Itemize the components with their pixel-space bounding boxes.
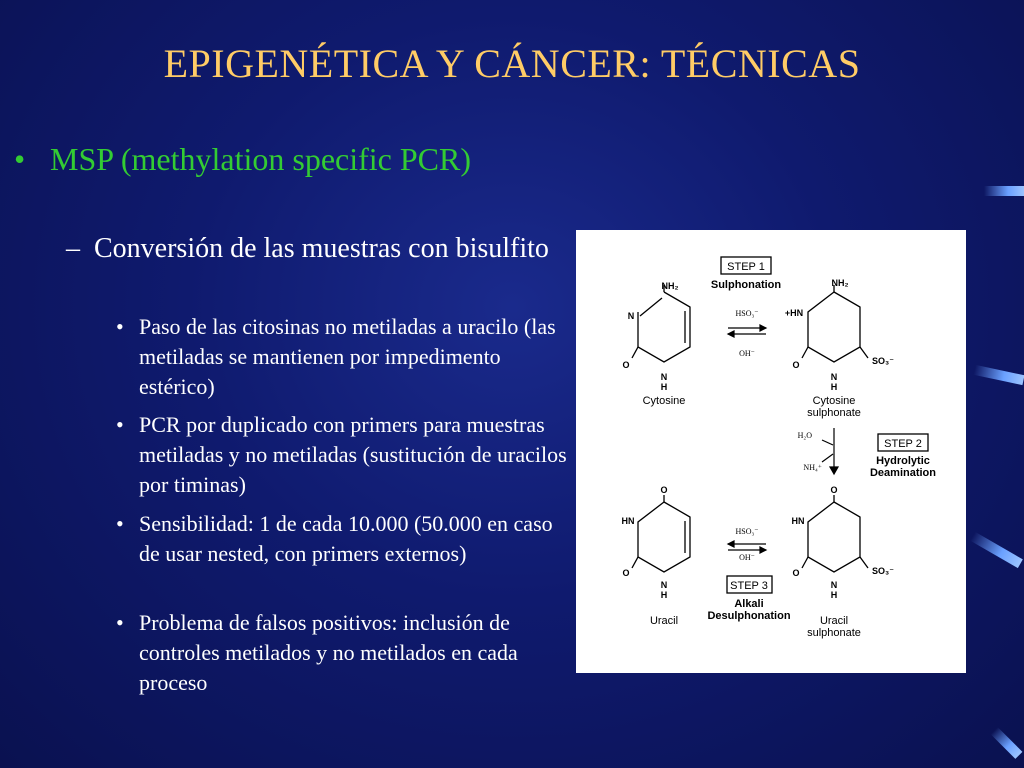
atom-h: H <box>661 590 668 600</box>
uracil-sulphonate-label-1: Uracil <box>820 615 848 627</box>
atom-o: O <box>622 360 629 370</box>
decor-stripe <box>973 364 1024 386</box>
h2o-reagent: H₂O <box>798 431 813 440</box>
uracil-sulphonate-label-2: sulphonate <box>807 627 861 639</box>
atom-hn: HN <box>622 516 635 526</box>
uracil-ring <box>637 501 691 573</box>
decor-stripe <box>990 727 1023 759</box>
equilibrium-arrow-top <box>726 324 768 338</box>
atom-n: N <box>661 372 668 382</box>
bullet-dot: • <box>116 610 124 635</box>
reaction-diagram: STEP 1 Sulphonation STEP 2 Hydrolytic De… <box>622 256 936 639</box>
bullet-dot: • <box>116 314 124 339</box>
bullet-dot: • <box>116 511 124 536</box>
hso3-reagent-top: HSO₃⁻ <box>735 309 758 318</box>
atom-n: N <box>831 580 838 590</box>
point-text: Problema de falsos positivos: inclusión … <box>139 610 518 695</box>
decor-stripe <box>970 531 1023 569</box>
sub-bullet-conversion-text: Conversión de las muestras con bisulfito <box>94 233 549 264</box>
step3-box <box>726 575 773 594</box>
equilibrium-arrow-bottom <box>726 540 768 554</box>
atom-hn: HN <box>792 516 805 526</box>
cytosine-sulphonate-label-1: Cytosine <box>813 395 856 407</box>
atom-so3: SO₃⁻ <box>872 356 894 366</box>
oh-reagent-bottom: OH⁻ <box>739 553 755 562</box>
point-text: Sensibilidad: 1 de cada 10.000 (50.000 e… <box>139 511 553 566</box>
bullet-msp-text: MSP (methylation specific PCR) <box>50 141 472 177</box>
cytosine-sulphonate-label-2: sulphonate <box>807 407 861 419</box>
step1-name: Sulphonation <box>711 279 782 291</box>
step1-label: STEP 1 <box>727 261 765 273</box>
step3-label: STEP 3 <box>730 580 768 592</box>
atom-nh2: NH₂ <box>832 278 849 288</box>
step2-name-line1: Hydrolytic <box>876 455 930 467</box>
step2-name-line2: Deamination <box>870 467 936 479</box>
atom-n: N <box>628 311 635 321</box>
nh4-product: NH₄⁺ <box>803 463 822 472</box>
bullet-dot: • <box>116 412 124 437</box>
atom-o: O <box>792 568 799 578</box>
uracil-sulphonate-ring <box>807 501 861 573</box>
atom-o: O <box>660 485 667 495</box>
step2-box <box>877 433 929 452</box>
atom-nh2: NH₂ <box>662 281 679 291</box>
cytosine-label: Cytosine <box>643 395 686 407</box>
atom-h: H <box>831 382 838 392</box>
bullet-dot: • <box>14 141 26 177</box>
decor-stripe <box>984 186 1024 196</box>
oh-reagent-top: OH⁻ <box>739 349 755 358</box>
atom-o: O <box>830 485 837 495</box>
bullet-dash: – <box>66 233 80 264</box>
point-text: Paso de las citosinas no metiladas a ura… <box>139 314 556 399</box>
atom-o: O <box>792 360 799 370</box>
uracil-label: Uracil <box>650 615 678 627</box>
cytosine-sulphonate-ring <box>807 291 861 363</box>
bisulfite-conversion-figure: STEP 1 Sulphonation STEP 2 Hydrolytic De… <box>576 230 966 673</box>
cytosine-ring <box>637 291 691 363</box>
deamination-arrow <box>821 428 840 476</box>
step3-name-line2: Desulphonation <box>707 610 790 622</box>
point-text: PCR por duplicado con primers para muest… <box>139 412 567 497</box>
atom-n: N <box>831 372 838 382</box>
step3-name-line1: Alkali <box>734 598 763 610</box>
atom-n: N <box>661 580 668 590</box>
atom-o: O <box>622 568 629 578</box>
step1-box <box>720 256 772 275</box>
atom-so3: SO₃⁻ <box>872 566 894 576</box>
atom-h: H <box>831 590 838 600</box>
slide-title: EPIGENÉTICA Y CÁNCER: TÉCNICAS <box>163 41 861 86</box>
atom-h: H <box>661 382 668 392</box>
atom-plus-hn: +HN <box>785 308 803 318</box>
hso3-reagent-bottom: HSO₃⁻ <box>735 527 758 536</box>
step2-label: STEP 2 <box>884 438 922 450</box>
